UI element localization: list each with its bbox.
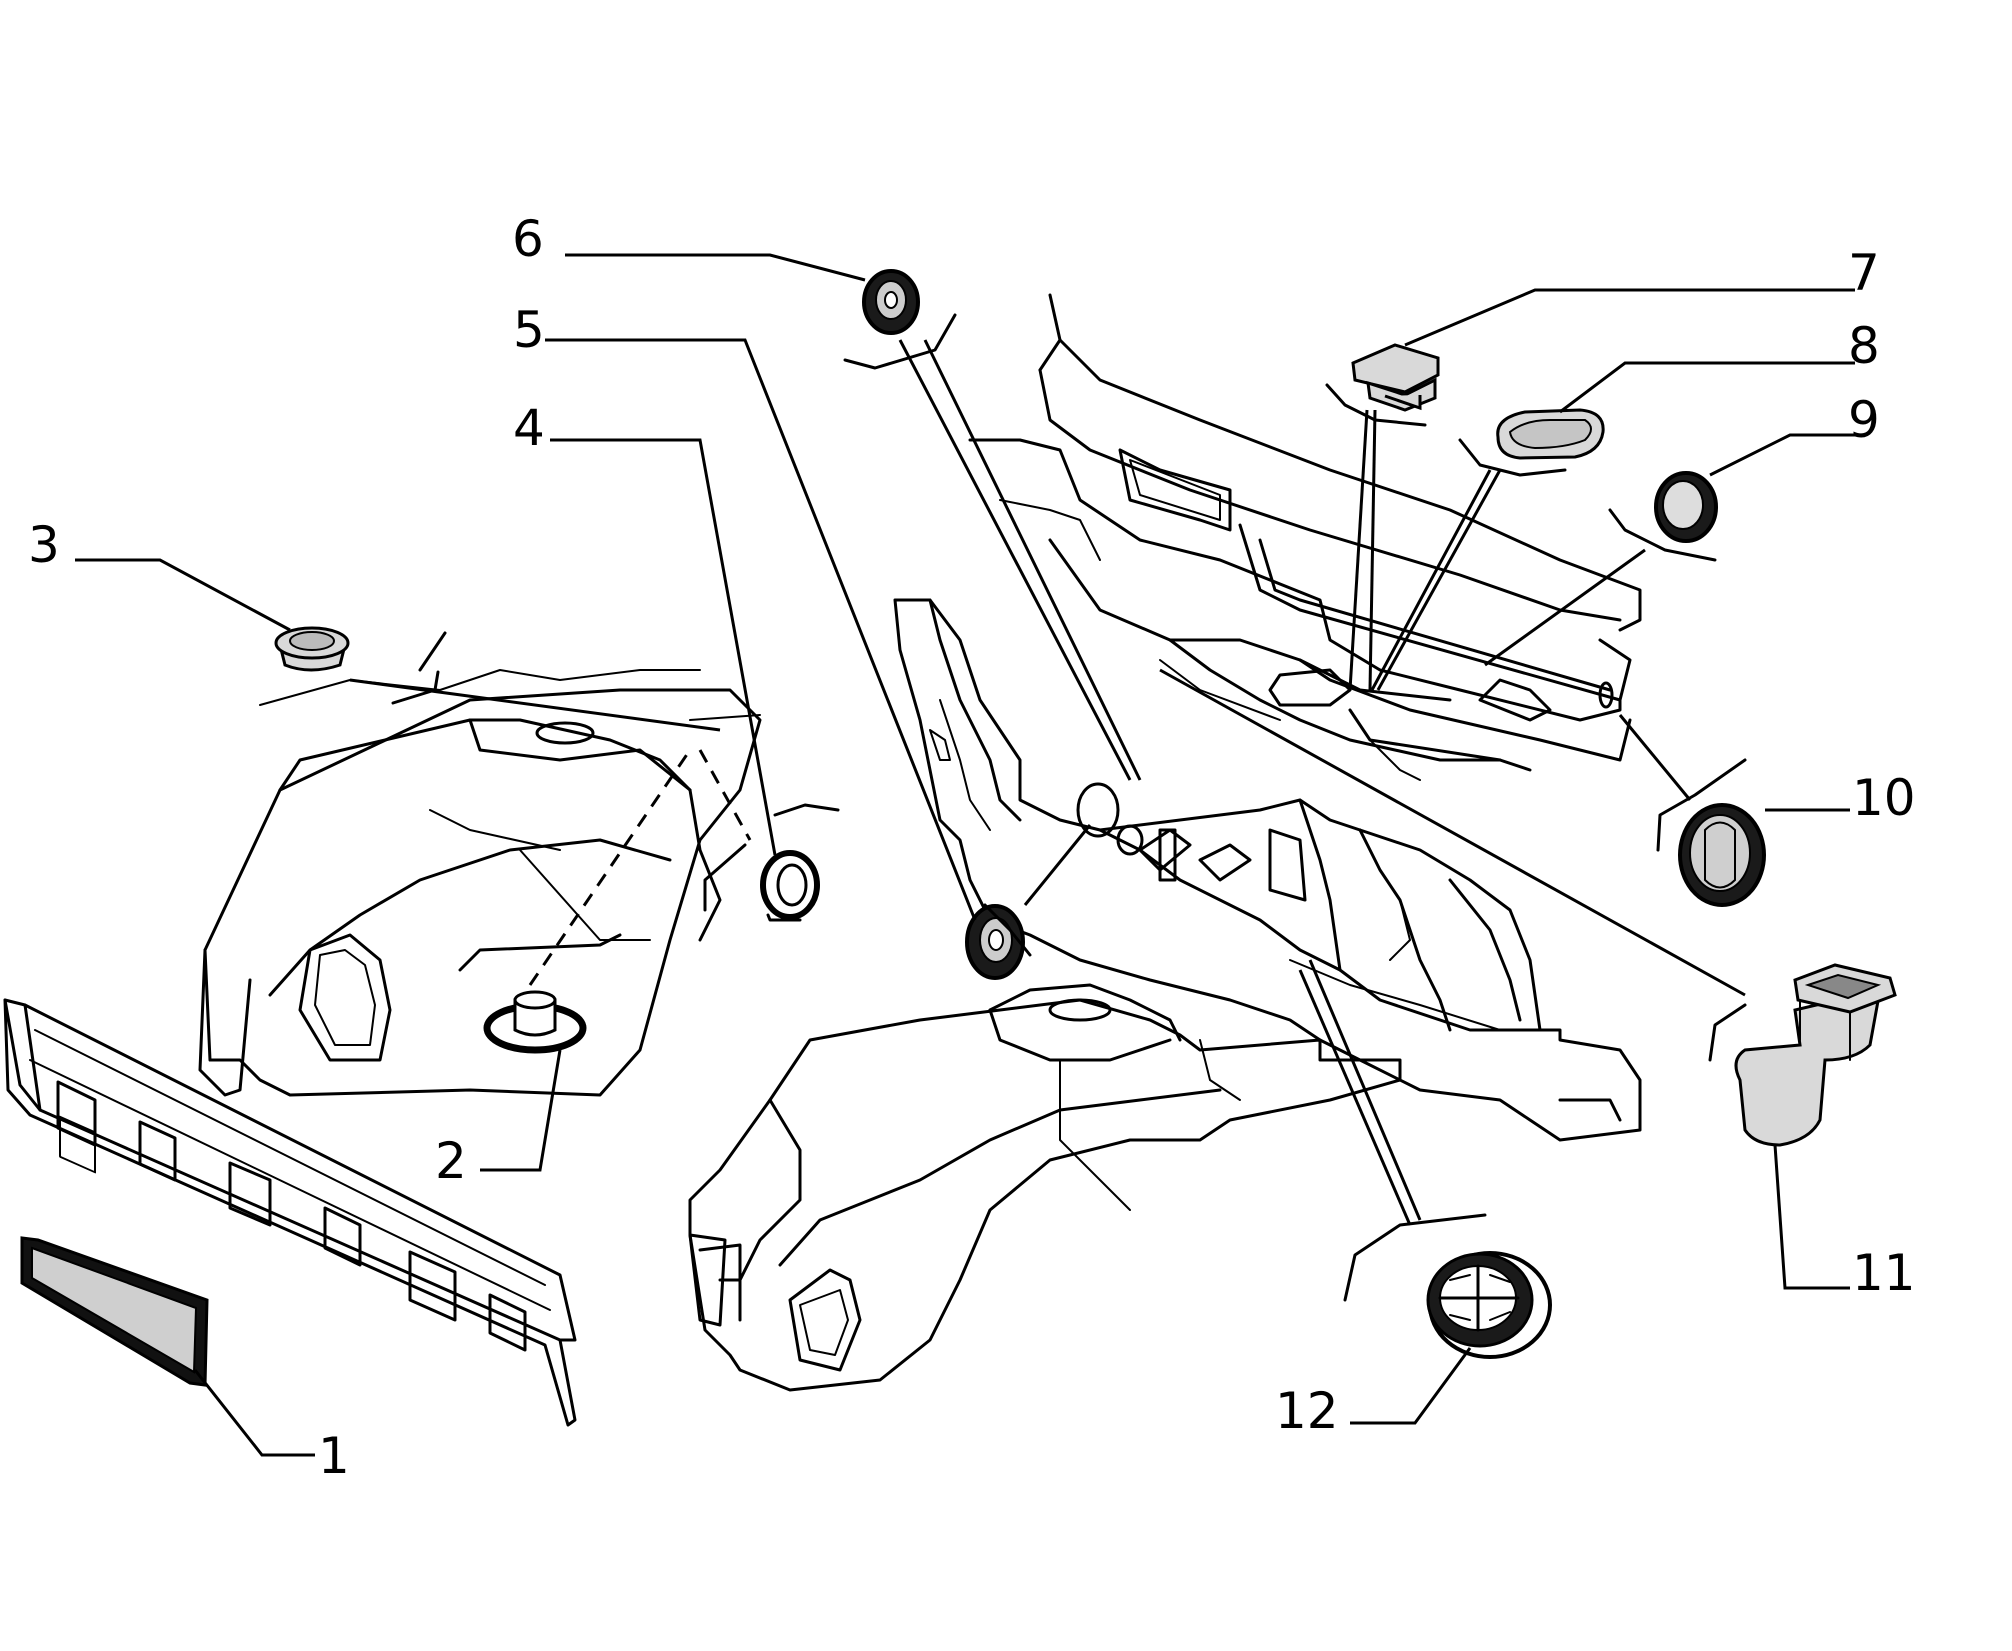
callout-label-11: 11 — [1852, 1244, 1916, 1302]
callout-label-10: 10 — [1852, 769, 1916, 827]
part-8-plug — [1496, 408, 1605, 460]
rear-panel — [968, 293, 1642, 781]
callout-label-5: 5 — [513, 301, 545, 359]
callout-label-7: 7 — [1848, 244, 1880, 302]
leader-lines — [75, 253, 1855, 1457]
part-2-plug — [483, 990, 587, 1054]
part-9-grommet — [1654, 471, 1718, 543]
left-wheel-arch — [198, 669, 762, 1097]
callout-label-4: 4 — [513, 399, 545, 457]
bracket-marks — [391, 313, 1747, 1302]
part-11-duct — [1734, 963, 1897, 1147]
part-3-plug — [274, 626, 350, 672]
right-wheel-arch — [688, 983, 1402, 1392]
part-10-grommet — [1678, 803, 1766, 907]
callout-label-8: 8 — [1848, 317, 1880, 375]
part-5-grommet — [965, 904, 1025, 980]
callout-label-9: 9 — [1848, 391, 1880, 449]
callout-label-3: 3 — [28, 516, 60, 574]
callout-label-2: 2 — [435, 1132, 467, 1190]
part-6-grommet — [862, 269, 920, 335]
inner-panel — [893, 598, 1642, 1142]
part-12-grommet — [1426, 1251, 1552, 1359]
callout-label-6: 6 — [512, 210, 544, 268]
callout-labels: 1 2 3 4 5 6 7 8 9 10 11 12 — [28, 210, 1916, 1485]
callout-label-12: 12 — [1275, 1382, 1339, 1440]
part-7-plug — [1351, 343, 1440, 412]
part-1-seal-strip — [20, 1236, 209, 1387]
callout-label-1: 1 — [318, 1427, 350, 1485]
part-4-grommet — [760, 850, 820, 922]
front-crossmember — [3, 998, 577, 1427]
